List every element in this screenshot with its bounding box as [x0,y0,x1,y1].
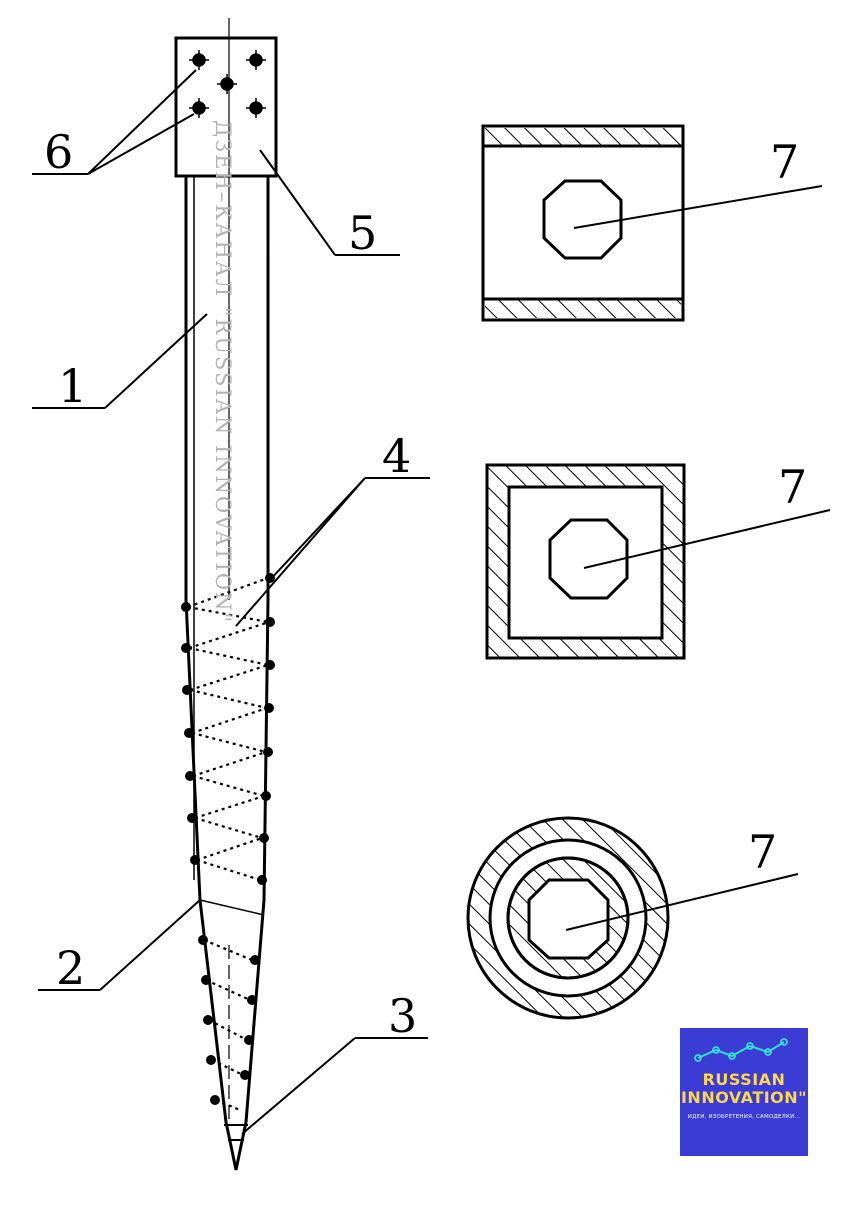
logo-tagline: ИДЕИ, ИЗОБРЕТЕНИЯ, САМОДЕЛКИ... [687,1114,801,1120]
callout-4: 4 [382,429,411,483]
logo-title-line1: RUSSIAN [702,1070,786,1089]
callout-5: 5 [348,206,377,260]
trend-line-icon [694,1038,788,1062]
helix-blade [187,576,270,1112]
octagon-hole [548,518,629,600]
pile-shaft [184,176,270,1171]
section-round [466,816,799,1020]
logo-title-line2: INNOVATION" [680,1088,808,1107]
callout-7b: 7 [778,460,807,514]
callout-2: 2 [56,941,85,995]
octagon-hole [527,878,610,960]
blade-edges [181,573,275,1105]
callout-1: 1 [58,359,87,413]
callout-7c: 7 [748,825,777,879]
octagon-hole [542,179,623,260]
callout-7a: 7 [770,135,799,189]
pile-figure [174,18,278,1171]
leaders [32,69,430,1135]
plate-holes [189,50,266,118]
callout-3: 3 [388,989,417,1043]
watermark-text: ДЗЕН–КАНАЛ "RUSSIAN INNOVATION" [211,120,235,624]
channel-logo: RUSSIAN INNOVATION" ИДЕИ, ИЗОБРЕТЕНИЯ, С… [680,1028,808,1156]
section-box [485,463,831,660]
section-square-plate [481,124,823,322]
head-plate [174,36,278,178]
callout-6: 6 [44,125,73,179]
